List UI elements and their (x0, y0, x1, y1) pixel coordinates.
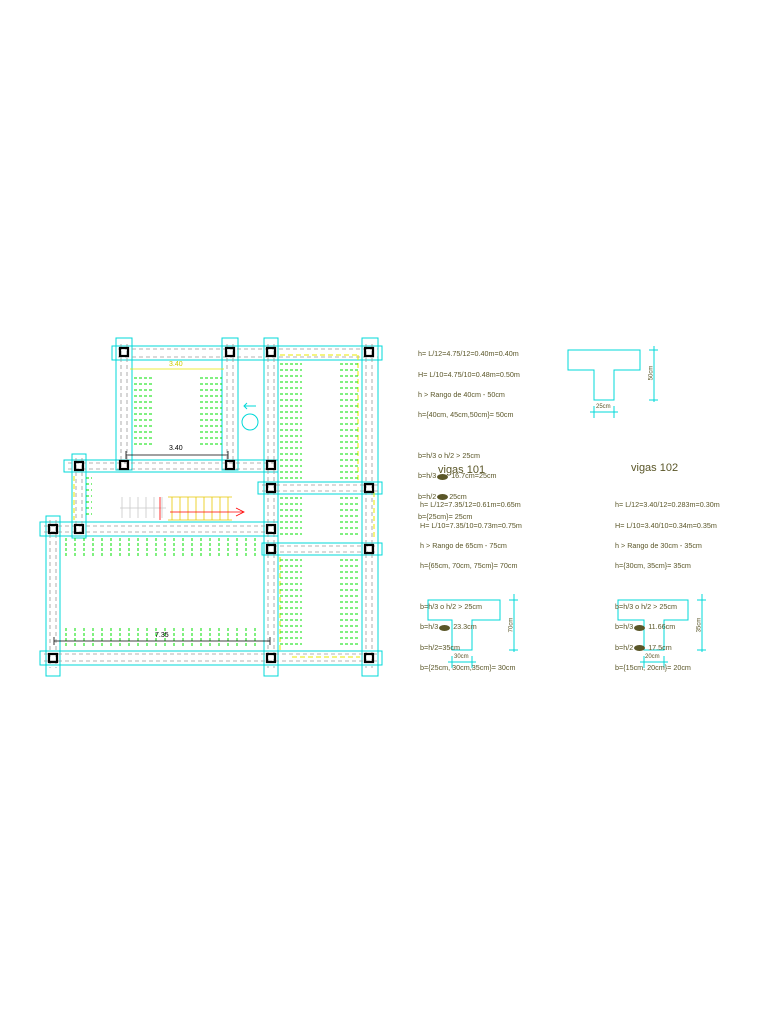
section-top-height-label: 50cm (648, 365, 655, 381)
vigas-101-block: h= L/12=7.35/12=0.61m=0.65m H= L/10=7.35… (420, 490, 522, 684)
arrow-blob-icon (634, 644, 646, 651)
v101-line-7: b=h/3 23.3cm (420, 622, 477, 632)
arrow-blob-icon (634, 624, 646, 631)
calc-top-line-4: h={40cm, 45cm,50cm}= 50cm (418, 410, 514, 420)
dim-main-room: 7.35 (155, 632, 169, 639)
v102-line-6: b=h/3 o h/2 > 25cm (615, 602, 677, 612)
rebar-dashes (65, 363, 360, 648)
arrow-blob-icon (437, 493, 449, 500)
beam-outlines (39, 337, 383, 677)
v102-line-4: h={30cm, 35cm}= 35cm (615, 561, 691, 571)
v101-line-6: b=h/3 o h/2 > 25cm (420, 602, 482, 612)
vigas-102-block: h= L/12=3.40/12=0.283m=0.30m H= L/10=3.4… (615, 490, 720, 684)
arrow-blob-icon (437, 473, 449, 480)
calc-top-line-1: h= L/12=4.75/12=0.40m=0.40m (418, 349, 519, 359)
v101-line-9: b={25cm, 30cm,35cm}= 30cm (420, 663, 516, 673)
stair (120, 496, 245, 521)
calc-top-line-6: b=h/3 o h/2 > 25cm (418, 451, 480, 461)
section-101 (427, 594, 518, 668)
vigas-101-title: vigas 101 (438, 464, 486, 476)
vigas-102-title: vigas 102 (631, 462, 679, 474)
calc-top-block: h= L/12=4.75/12=0.40m=0.40m H= L/10=4.75… (418, 339, 520, 533)
dim-top-room-bottom: 3.40 (169, 445, 183, 452)
v102-line-8: b=h/2 17.5cm (615, 642, 672, 652)
section-101-height-label: 70cm (508, 617, 515, 633)
section-102 (617, 594, 706, 668)
v101-line-4: h={65cm, 70cm, 75cm}= 70cm (420, 561, 518, 571)
dim-top-room-inner: 3.40 (169, 361, 183, 368)
calc-top-line-9: b={25cm}= 25cm (418, 512, 473, 522)
v101-line-1: h= L/12=7.35/12=0.61m=0.65m (420, 500, 521, 510)
v102-line-2: H= L/10=3.40/10=0.34m=0.35m (615, 520, 717, 530)
section-top (567, 346, 658, 418)
slab-direction-symbol (241, 402, 259, 431)
section-102-width-label: 20cm (645, 654, 660, 660)
arrow-blob-icon (439, 624, 451, 631)
section-102-height-label: 35cm (696, 617, 703, 633)
section-101-width-label: 30cm (454, 654, 469, 660)
calc-top-line-3: h > Rango de 40cm - 50cm (418, 390, 505, 400)
calc-top-line-7: b=h/3 16.7cm=25cm (418, 471, 497, 481)
v101-line-2: H= L/10=7.35/10=0.73m=0.75m (420, 520, 522, 530)
v101-line-8: b=h/2=35cm (420, 642, 460, 652)
v102-line-7: b=h/3 11.66cm (615, 622, 676, 632)
calc-top-line-2: H= L/10=4.75/10=0.48m=0.50m (418, 369, 520, 379)
v101-line-3: h > Rango de 65cm - 75cm (420, 541, 507, 551)
columns (47, 346, 375, 664)
dashed-beam-lines (44, 344, 378, 668)
yellow-lines (73, 354, 375, 658)
v102-line-1: h= L/12=3.40/12=0.283m=0.30m (615, 500, 720, 510)
section-top-width-label: 25cm (596, 404, 611, 410)
plan-dimension-lines (53, 451, 271, 645)
v102-line-3: h > Rango de 30cm - 35cm (615, 541, 702, 551)
v102-line-9: b={15cm, 20cm}= 20cm (615, 663, 691, 673)
